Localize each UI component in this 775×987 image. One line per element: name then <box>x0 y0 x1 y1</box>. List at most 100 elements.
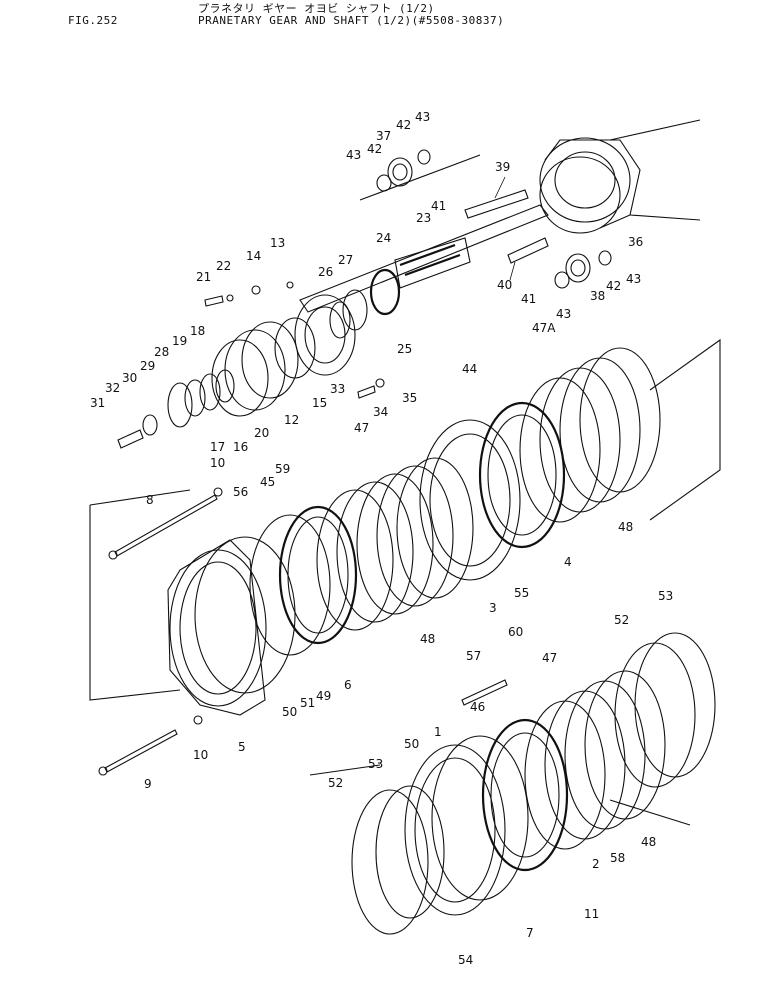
callout-24: 24 <box>376 231 391 245</box>
callout-45: 45 <box>260 475 275 489</box>
shaft-23 <box>299 204 549 313</box>
callout-44: 44 <box>462 362 477 376</box>
housing-33 <box>294 294 356 376</box>
callout-18: 18 <box>190 324 205 338</box>
callout-32: 32 <box>105 381 120 395</box>
carrier-assembly-36 <box>539 119 701 234</box>
ring-gear-46 <box>481 718 569 872</box>
pin-40 <box>507 237 549 281</box>
piston-45-59 <box>249 505 358 656</box>
callout-17: 17 <box>210 440 225 454</box>
callout-11: 11 <box>584 907 599 921</box>
callout-48: 48 <box>641 835 656 849</box>
callout-38: 38 <box>590 289 605 303</box>
callout-42: 42 <box>396 118 411 132</box>
clutch-plates-47A <box>519 347 661 523</box>
pin-39 <box>464 176 529 219</box>
callout-12: 12 <box>284 413 299 427</box>
callout-25: 25 <box>397 342 412 356</box>
callout-57: 57 <box>466 649 481 663</box>
callout-26: 26 <box>318 265 333 279</box>
callout-2: 2 <box>592 857 600 871</box>
callout-9: 9 <box>144 777 152 791</box>
pinion-gear-37 <box>359 149 481 201</box>
callout-5: 5 <box>238 740 246 754</box>
callout-50: 50 <box>282 705 297 719</box>
callout-33: 33 <box>330 382 345 396</box>
callout-4: 4 <box>564 555 572 569</box>
callout-43: 43 <box>556 307 571 321</box>
clutch-housing-1 <box>404 735 529 916</box>
ring-gear-3 <box>419 419 521 581</box>
callout-20: 20 <box>254 426 269 440</box>
callout-14: 14 <box>246 249 261 263</box>
callout-8: 8 <box>146 493 154 507</box>
figure-number: FIG.252 <box>68 14 118 27</box>
callout-47: 47 <box>542 651 557 665</box>
callout-13: 13 <box>270 236 285 250</box>
callout-30: 30 <box>122 371 137 385</box>
callout-42: 42 <box>367 142 382 156</box>
frame-lines-middle <box>89 338 721 701</box>
callout-52: 52 <box>328 776 343 790</box>
callout-48: 48 <box>618 520 633 534</box>
callout-37: 37 <box>376 129 391 143</box>
callout-35: 35 <box>402 391 417 405</box>
callout-1: 1 <box>434 725 442 739</box>
callout-51: 51 <box>300 696 315 710</box>
callout-47A: 47A <box>532 321 556 335</box>
callout-47: 47 <box>354 421 369 435</box>
callout-60: 60 <box>508 625 523 639</box>
callout-31: 31 <box>90 396 105 410</box>
callout-27: 27 <box>338 253 353 267</box>
gear-24-ring <box>329 268 401 339</box>
callout-58: 58 <box>610 851 625 865</box>
callout-22: 22 <box>216 259 231 273</box>
callout-41: 41 <box>521 292 536 306</box>
figure-title: PRANETARY GEAR AND SHAFT (1/2)(#5508-308… <box>198 14 505 27</box>
callout-48: 48 <box>420 632 435 646</box>
callout-59: 59 <box>275 462 290 476</box>
callout-52: 52 <box>614 613 629 627</box>
callout-39: 39 <box>495 160 510 174</box>
clutch-plates-47-bottom <box>524 670 666 850</box>
callout-53: 53 <box>658 589 673 603</box>
hub-28-30 <box>117 369 235 449</box>
callout-43: 43 <box>415 110 430 124</box>
callout-10: 10 <box>193 748 208 762</box>
callout-40: 40 <box>497 278 512 292</box>
callout-54: 54 <box>458 953 473 967</box>
callout-10: 10 <box>210 456 225 470</box>
callout-23: 23 <box>416 211 431 225</box>
callout-43: 43 <box>346 148 361 162</box>
callout-29: 29 <box>140 359 155 373</box>
pin-57 <box>461 679 508 706</box>
callout-49: 49 <box>316 689 331 703</box>
callout-15: 15 <box>312 396 327 410</box>
tie-bolts-8-9 <box>98 487 223 776</box>
callout-7: 7 <box>526 926 534 940</box>
callout-21: 21 <box>196 270 211 284</box>
clutch-plates-47-48 <box>316 457 474 631</box>
frame-lines-bottom <box>309 764 691 826</box>
pinion-gear-38 <box>554 250 612 289</box>
bolts-21-34 <box>204 281 385 399</box>
callout-53: 53 <box>368 757 383 771</box>
callout-50: 50 <box>404 737 419 751</box>
callout-42: 42 <box>606 279 621 293</box>
callout-28: 28 <box>154 345 169 359</box>
ring-52-53-bottom-right <box>614 632 716 788</box>
callout-36: 36 <box>628 235 643 249</box>
callout-16: 16 <box>233 440 248 454</box>
callout-34: 34 <box>373 405 388 419</box>
clutch-housing-5 <box>167 536 296 716</box>
callout-56: 56 <box>233 485 248 499</box>
callout-55: 55 <box>514 586 529 600</box>
figure-subtitle-katakana: プラネタリ ギヤー オヨビ シャフト (1/2) <box>198 2 435 15</box>
callout-19: 19 <box>172 334 187 348</box>
callout-46: 46 <box>470 700 485 714</box>
callout-41: 41 <box>431 199 446 213</box>
ring-gear-44 <box>478 401 566 549</box>
